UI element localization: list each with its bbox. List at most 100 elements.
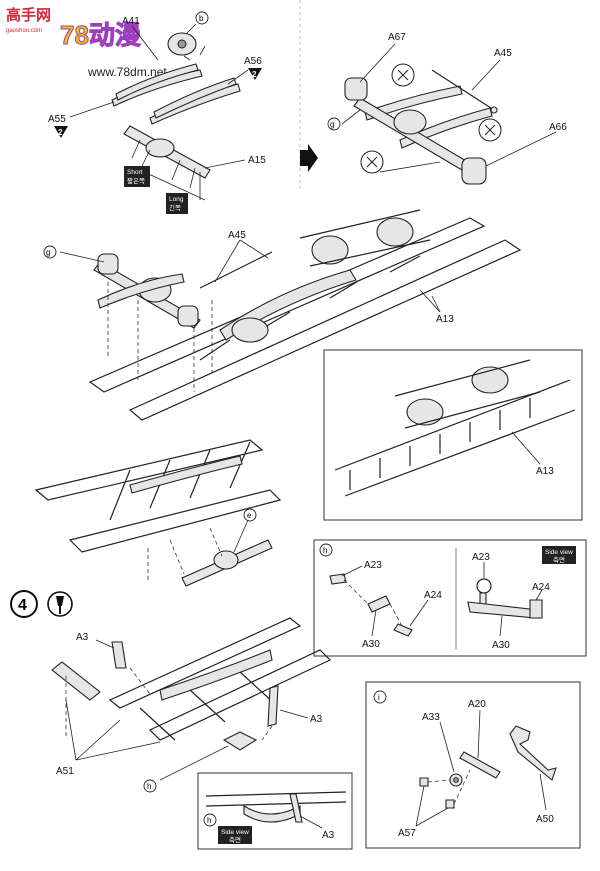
leader-a67 (359, 43, 396, 83)
leader-b (185, 23, 197, 35)
leader-a20 (477, 709, 481, 759)
callout-h-box: h (319, 543, 333, 557)
label-a20: A20 (468, 699, 486, 710)
label-a51: A51 (56, 766, 74, 777)
leader-g (341, 109, 361, 125)
chassis-underside: e (34, 439, 282, 587)
label-a45-top: A45 (494, 48, 512, 59)
tag-side-view-2: Side view 측면 (218, 826, 252, 844)
tag-side-view-1: Side view 측면 (542, 546, 576, 564)
leader-a45-mid-2 (239, 239, 269, 259)
label-a45-mid: A45 (228, 230, 246, 241)
front-axle-subassembly: A41 A56 A55 A15 2 2 b Short 짧은쪽 Long 긴쪽 (48, 11, 266, 214)
differential (393, 109, 427, 135)
part-h-steering (222, 731, 258, 751)
part-a24-h (393, 623, 413, 637)
label-a15: A15 (248, 155, 266, 166)
under-driveshaft (129, 455, 243, 494)
leaf-spring-a56-layer (153, 77, 237, 119)
leader-h-part (159, 745, 229, 781)
rear-hub-left (97, 253, 119, 275)
no-glue-mark-2 (484, 124, 496, 136)
part-a30-h (367, 595, 391, 613)
front-diff-e (213, 550, 239, 570)
svg-text:Long: Long (169, 196, 184, 203)
leader-a13-mid (419, 289, 441, 313)
rear-hub-right (177, 305, 199, 327)
side-a3 (289, 793, 303, 823)
step-number-badge (10, 590, 38, 618)
part-a57-2 (445, 799, 455, 809)
svg-text:g: g (46, 248, 50, 257)
svg-text:h: h (207, 816, 211, 825)
callout-i-box: i (373, 690, 387, 704)
leader-a45-mid (214, 239, 241, 283)
svg-text:Side view: Side view (221, 829, 249, 836)
leader-a24-side (535, 589, 543, 601)
wheel-hub-right (461, 157, 487, 185)
part-a20 (459, 751, 501, 779)
front-rail-2 (148, 649, 332, 741)
watermark-logo: 高手网 gaoshou.com 78动漫 www.78dm.net (6, 6, 167, 79)
front-rail-1 (108, 617, 302, 709)
svg-text:Side view: Side view (545, 549, 573, 556)
leader-a50 (539, 773, 547, 811)
under-rail-2 (68, 489, 282, 553)
svg-text:측면: 측면 (553, 555, 565, 564)
inset-a13-detail: A13 (323, 349, 583, 521)
dimension-lines (131, 139, 206, 201)
side-a23-ring (476, 578, 492, 594)
badge-a56: 2 (248, 68, 262, 80)
callout-h-inset: h (203, 813, 217, 827)
callout-g-mid: g (43, 245, 57, 259)
svg-text:긴쪽: 긴쪽 (169, 203, 181, 212)
tag-long: Long 긴쪽 (166, 193, 188, 214)
inset-i-guides (427, 769, 471, 805)
rod-a45-mid (199, 251, 273, 289)
svg-text:h: h (147, 782, 151, 791)
part-a33-center (453, 777, 459, 783)
leader-a23-h (341, 565, 363, 577)
spring-left (364, 85, 463, 121)
label-a3-right: A3 (310, 714, 323, 725)
label-a55: A55 (48, 114, 66, 125)
leader-a24-h (409, 599, 429, 627)
leader-a55 (69, 101, 115, 118)
bogie-links (299, 209, 431, 267)
label-a41: A41 (122, 16, 140, 27)
label-a33: A33 (422, 712, 440, 723)
inset-i-detail: i A33 A20 A50 A57 (365, 681, 581, 849)
side-a24 (529, 599, 543, 619)
label-a30-h: A30 (362, 639, 380, 650)
label-a13-inset: A13 (536, 466, 554, 477)
svg-text:h: h (323, 546, 327, 555)
label-a13-mid: A13 (436, 314, 454, 325)
label-a24-h: A24 (424, 590, 442, 601)
svg-text:i: i (378, 693, 380, 702)
svg-text:e: e (247, 511, 252, 520)
inset-h-guides (343, 579, 403, 627)
inset-h-steering: h A23 A24 A30 Side view 측면 A23 A24 A30 (313, 539, 587, 657)
leader-a33 (439, 721, 455, 773)
side-frame-lines (205, 791, 347, 807)
leaf-spring-a41-layer (115, 63, 199, 101)
no-glue-mark-3 (366, 156, 378, 168)
callout-g-top: g (327, 117, 341, 131)
guide-lines (107, 282, 213, 392)
leaf-spring-a56 (149, 83, 241, 125)
side-spring (243, 805, 301, 823)
watermark-brand-cn: 高手网 (6, 6, 51, 24)
step-number: 4 (18, 597, 27, 614)
leader-a30-side (499, 615, 503, 637)
watermark-site-cn: 78动漫 (60, 20, 141, 50)
frame-rail-right (128, 239, 522, 421)
inset-side-view-frame (197, 772, 353, 850)
svg-text:측면: 측면 (229, 835, 241, 844)
bogie-diff-1 (311, 235, 349, 265)
label-a66: A66 (549, 122, 567, 133)
rear-spring (97, 273, 185, 309)
label-a23-side: A23 (472, 552, 490, 563)
inset-diff-1 (406, 398, 444, 426)
leader-a30-h (371, 609, 377, 637)
